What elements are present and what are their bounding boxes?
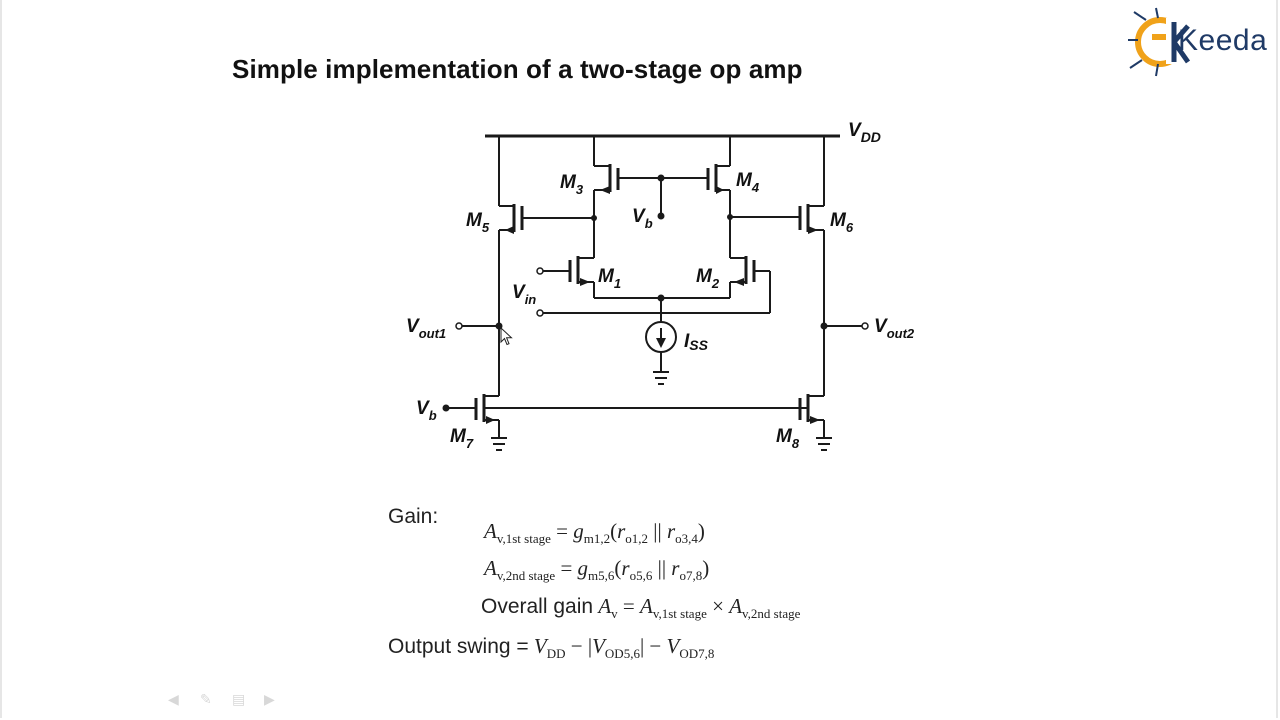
slideshow-toolbar: ◀ ✎ ▤ ▶ (168, 692, 284, 706)
stage2-gain-equation: Av,2nd stage = gm5,6(ro5,6 || ro7,8) (484, 556, 710, 584)
svg-text:Vb: Vb (416, 398, 437, 423)
logo-bug-icon (1128, 7, 1191, 77)
m8-label: M (776, 426, 793, 447)
svg-text:ISS: ISS (684, 331, 709, 353)
logo-text: Keeda (1178, 24, 1268, 57)
m4-label: M (736, 170, 753, 191)
svg-text:Vout1: Vout1 (406, 316, 446, 341)
slides-icon[interactable]: ▤ (232, 691, 246, 707)
vdd-label: V (848, 120, 862, 141)
m5-label: M (466, 210, 483, 231)
vin-label: V (512, 282, 526, 303)
svg-text:Vin: Vin (512, 282, 536, 307)
gain-label: Gain: (388, 505, 439, 528)
mouse-cursor-icon (500, 327, 513, 346)
svg-text:M4: M4 (736, 170, 760, 195)
svg-text:Vb: Vb (632, 206, 653, 231)
svg-text:M5: M5 (466, 210, 490, 235)
prev-slide-icon[interactable]: ◀ (168, 691, 179, 707)
m2-label: M (696, 266, 713, 287)
svg-text:M7: M7 (450, 426, 474, 451)
svg-text:VDD: VDD (848, 120, 881, 145)
svg-text:M8: M8 (776, 426, 800, 451)
svg-text:M1: M1 (598, 266, 621, 291)
pen-icon[interactable]: ✎ (200, 691, 212, 707)
svg-text:M2: M2 (696, 266, 720, 291)
svg-text:M6: M6 (830, 210, 854, 235)
vout1-label: V (406, 316, 420, 337)
vb-left-label: V (416, 398, 430, 419)
slide-title: Simple implementation of a two-stage op … (232, 54, 803, 84)
vb-mid-label: V (632, 206, 646, 227)
overall-gain-equation: Overall gain Av = Av,1st stage × Av,2nd … (481, 594, 801, 622)
vout2-label: V (874, 316, 888, 337)
svg-text:M3: M3 (560, 172, 584, 197)
next-slide-icon[interactable]: ▶ (264, 691, 275, 707)
output-swing-equation: Output swing = VDD − |VOD5,6| − VOD7,8 (388, 634, 715, 662)
m6-label: M (830, 210, 847, 231)
m3-label: M (560, 172, 577, 193)
m7-label: M (450, 426, 467, 447)
iss-label: I (684, 331, 690, 352)
stage1-gain-equation: Av,1st stage = gm1,2(ro1,2 || ro3,4) (484, 519, 705, 547)
svg-text:Vout2: Vout2 (874, 316, 915, 341)
m1-label: M (598, 266, 615, 287)
